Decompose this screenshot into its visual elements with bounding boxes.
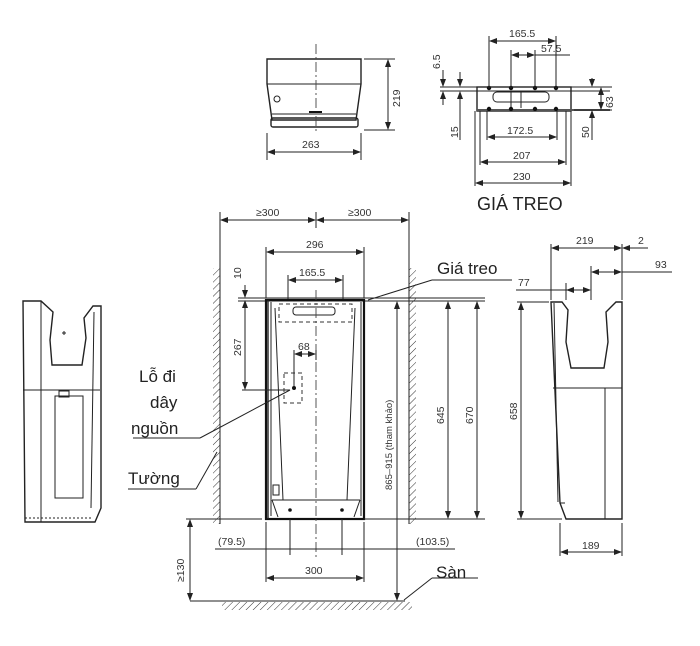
body-width-dim: 296 [306,239,324,251]
floor-callout: Sàn [436,563,467,582]
top-width-dim: 263 [302,139,320,151]
bracket-inner-span-dim: 57.5 [541,43,562,55]
cable-hole-callout-line3: nguồn [131,419,179,438]
bottom-left-offset-dim: (79.5) [218,536,246,548]
bracket-callout: Giá treo [437,259,498,278]
bracket-total-width-dim: 230 [513,171,531,183]
front-view [128,212,512,610]
mount-height-dim: 865–915 (tham khảo) [384,399,395,490]
clearance-left-dim: ≥300 [256,207,280,219]
bracket-view [440,36,612,186]
wall-callout: Tường [128,469,180,488]
bracket-mid-width-dim: 207 [513,150,531,162]
bottom-right-offset-dim: (103.5) [416,536,450,548]
bracket-title: GIÁ TREO [477,194,563,214]
bracket-left-offset-dim: 15 [449,126,461,138]
hole-offset-dim: 68 [298,341,310,353]
front-bracket-span-dim: 165.5 [299,267,326,279]
bottom-width-dim: 300 [305,565,323,577]
body-height-670-dim: 670 [464,406,476,424]
bracket-hole-span-dim: 172.5 [507,125,534,137]
floor-gap-dim: ≥130 [175,558,187,582]
side-slot-left-dim: 77 [518,277,530,289]
product-illustration [22,300,102,523]
side-slot-right-dim: 93 [655,259,667,271]
bracket-top-span-dim: 165.5 [509,28,536,40]
side-height-dim: 658 [508,402,520,420]
top-view [266,44,395,160]
side-depth-dim: 219 [576,235,594,247]
bracket-right-lower-dim: 50 [580,126,592,138]
top-depth-dim: 219 [391,89,403,107]
bracket-left-small-dim: 6.5 [431,54,443,69]
clearance-right-dim: ≥300 [348,207,372,219]
cable-hole-callout-line1: Lỗ đi [139,367,176,386]
side-base-depth-dim: 189 [582,540,600,552]
bracket-right-height-dim: 63 [604,96,616,108]
body-height-645-dim: 645 [435,406,447,424]
side-gap-dim: 2 [638,235,644,247]
top-gap-dim: 10 [232,267,244,279]
cable-hole-callout-line2: dây [150,393,178,412]
side-view [516,244,672,556]
hole-drop-dim: 267 [232,338,244,356]
